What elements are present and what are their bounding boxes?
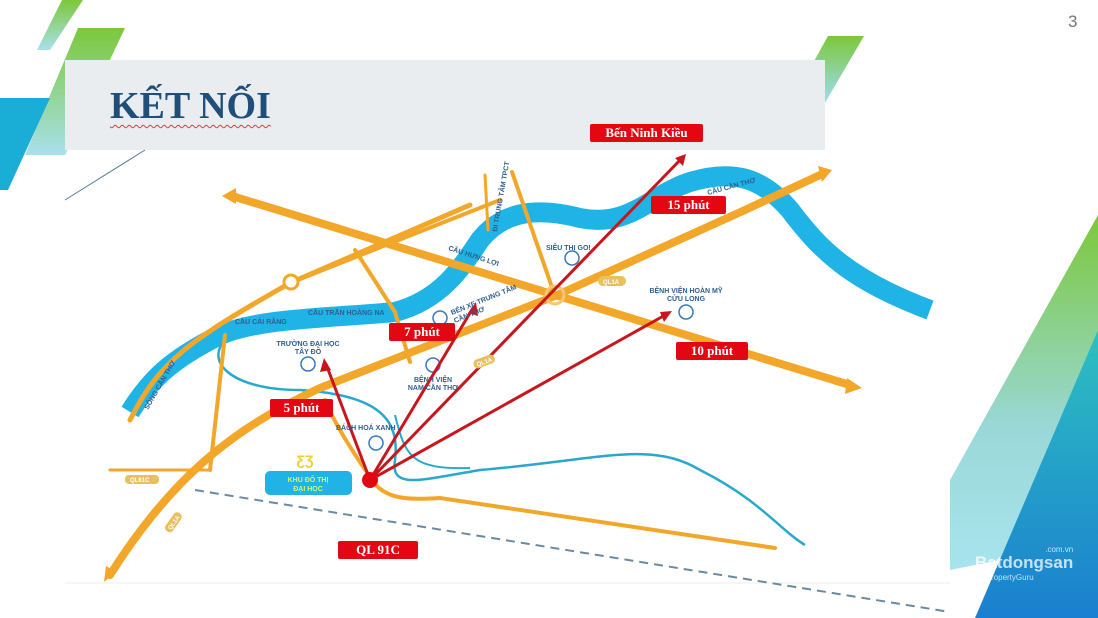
label-cau-cai-rang: CẦU CÁI RĂNG: [235, 316, 287, 326]
can-tho-river: [121, 166, 934, 418]
project-location-marker: [362, 472, 378, 488]
label-hoan-my: BỆNH VIỆN HOÀN MỸ: [649, 286, 722, 295]
watermark-brand: Batdongsan: [975, 553, 1074, 572]
canal: [217, 334, 806, 547]
supermarket-icon: [564, 250, 580, 266]
hospital-icon: [678, 304, 694, 320]
road-ql1a: [106, 171, 824, 579]
badge-10-minutes: 10 phút: [676, 342, 748, 360]
label-hoan-my-2: CỬU LONG: [667, 294, 706, 303]
label-ql61c: QL61C: [130, 478, 150, 484]
watermark-by: by PropertyGuru: [975, 573, 1034, 582]
badge-ql91c: QL 91C: [338, 541, 418, 559]
label-bach-hoa-xanh: BÁCH HOÁ XANH: [336, 423, 396, 432]
badge-ben-ninh-kieu: Bến Ninh Kiều: [590, 124, 703, 142]
road-main-ew: [228, 192, 854, 389]
label-sieu-thi: SIÊU THỊ GO!: [546, 243, 591, 252]
label-ql1a: QL1A: [476, 357, 494, 368]
label-bv-nam-can-tho: BỆNH VIỆN: [414, 375, 452, 384]
urban-area-label-box: [265, 471, 352, 495]
urban-area-logo-icon: ƸƷ: [296, 452, 314, 468]
label-cau-tran-hoang-na: CẦU TRẦN HOÀNG NA: [308, 307, 385, 317]
page-number: 3: [1068, 12, 1078, 31]
label-bv-nam-can-tho-2: NAM CẦN THƠ: [408, 382, 458, 392]
label-dh-tay-do: TRƯỜNG ĐẠI HỌC: [276, 339, 339, 348]
label-kdt-dai-hoc-2: ĐẠI HỌC: [293, 486, 323, 493]
watermark: .com.vn Batdongsan by PropertyGuru: [975, 545, 1074, 582]
badge-5-minutes: 5 phút: [270, 399, 333, 417]
label-dh-tay-do-2: TÂY ĐÔ: [295, 347, 322, 356]
store-icon: [368, 435, 384, 451]
label-ql1a: QL1A: [603, 280, 620, 286]
badge-7-minutes: 7 phút: [389, 323, 455, 341]
label-kdt-dai-hoc: KHU ĐÔ THỊ: [288, 475, 329, 484]
university-icon: [300, 356, 316, 372]
slide-title: KẾT NỐI: [110, 85, 271, 127]
badge-15-minutes: 15 phút: [651, 196, 726, 214]
ql91c-route: [194, 489, 951, 613]
